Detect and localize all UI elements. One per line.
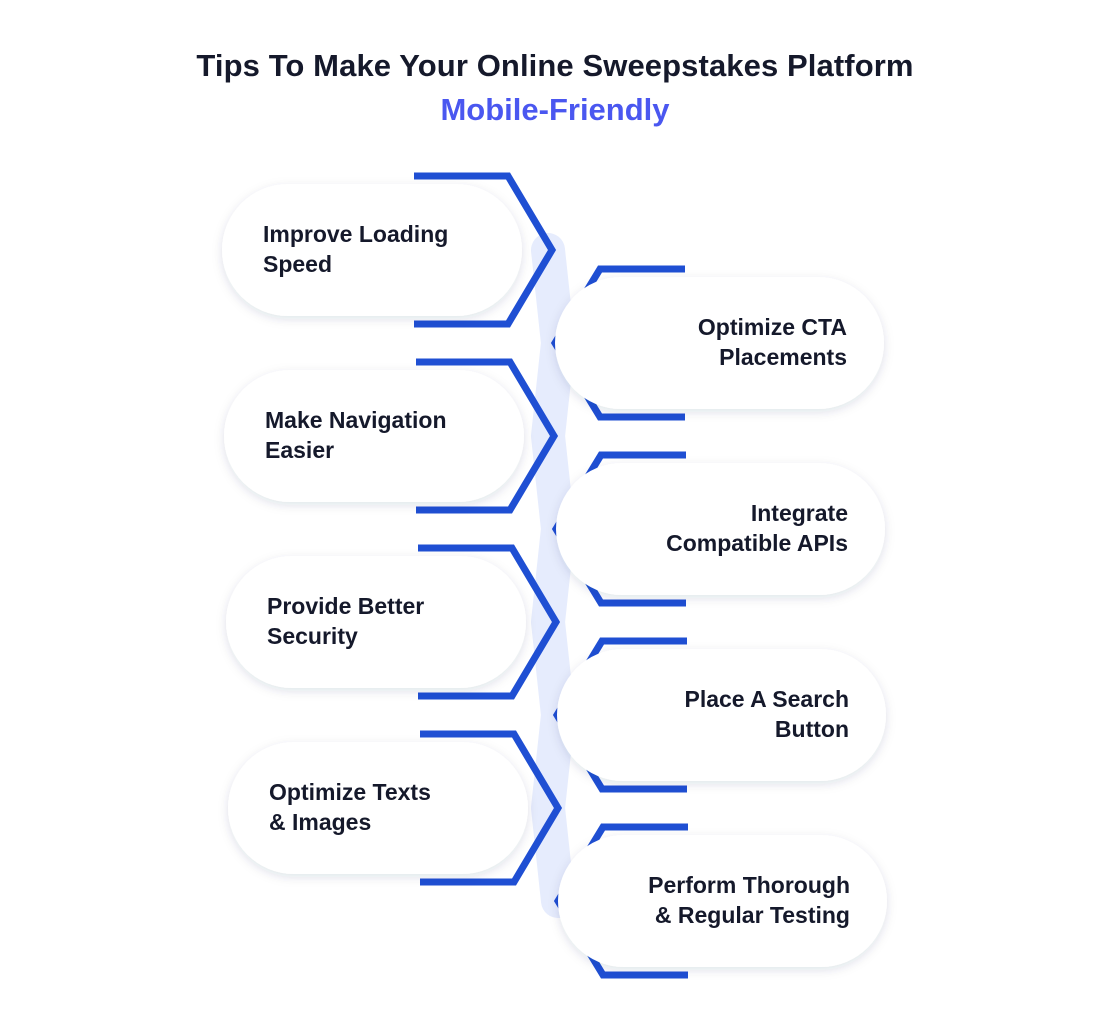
title-block: Tips To Make Your Online Sweepstakes Pla… [0, 44, 1110, 132]
tip-frame-5 [418, 544, 561, 700]
tip-frame-7 [420, 730, 563, 886]
tip-pill-2 [555, 277, 884, 409]
tip-pill-8 [558, 835, 887, 967]
tip-pill-4 [556, 463, 885, 595]
tip-label-6: Place A Search Button [684, 686, 849, 742]
page-title: Tips To Make Your Online Sweepstakes Pla… [196, 48, 914, 83]
tip-frame-1 [414, 172, 557, 328]
pill-group [222, 184, 887, 967]
tip-label-3: Make Navigation Easier [265, 407, 447, 463]
tip-pill-6 [557, 649, 886, 781]
tip-label-1: Improve Loading Speed [263, 221, 449, 277]
tip-label-7: Optimize Texts & Images [269, 779, 431, 835]
tip-frame-3 [416, 358, 559, 514]
tip-label-4: Integrate Compatible APIs [666, 500, 848, 556]
tip-label-2: Optimize CTA Placements [697, 314, 847, 370]
tip-label-8: Perform Thorough & Regular Testing [648, 872, 850, 928]
tip-label-5: Provide Better Security [267, 593, 425, 649]
tip-pill-7 [228, 742, 528, 874]
page-subtitle: Mobile-Friendly [440, 92, 670, 127]
tip-pill-1 [222, 184, 522, 316]
tip-pill-3 [224, 370, 524, 502]
tip-pill-5 [226, 556, 526, 688]
